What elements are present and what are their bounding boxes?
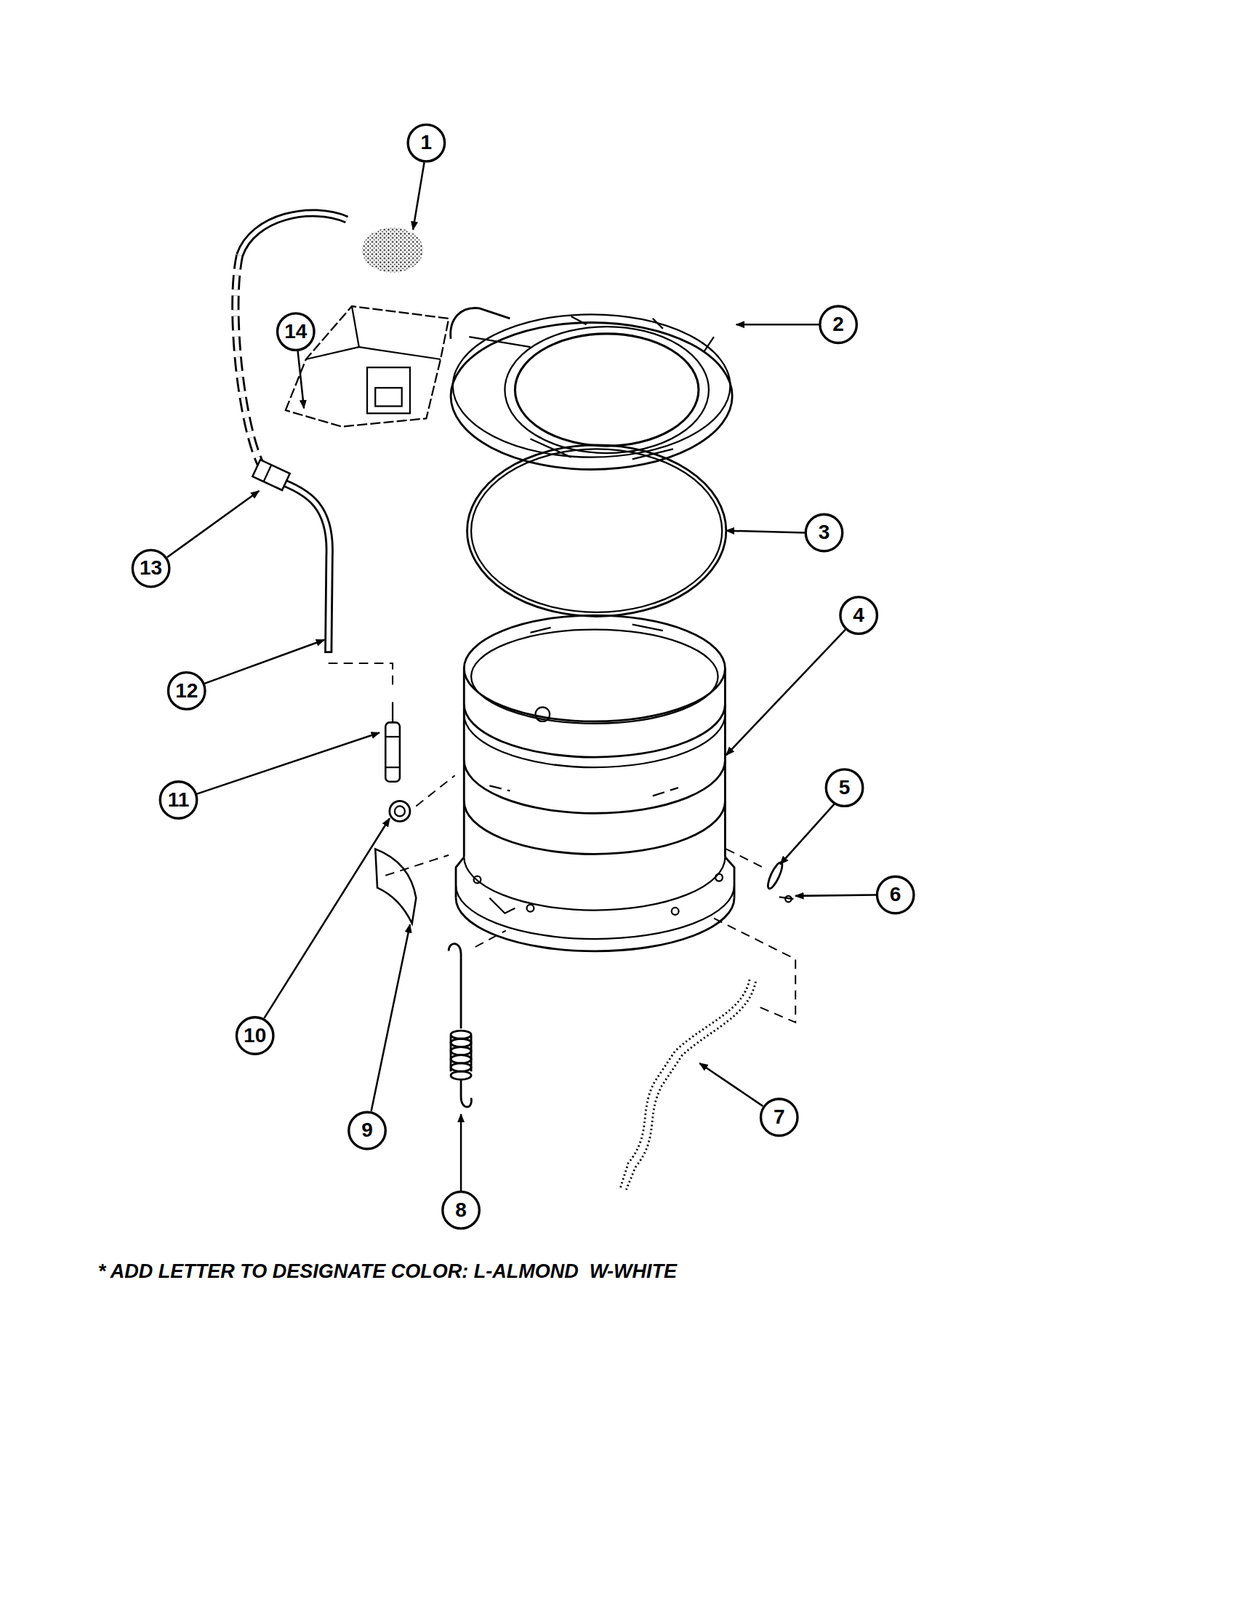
strip-part xyxy=(375,848,416,923)
label-slot: 3 xyxy=(818,521,831,543)
label-slot: 5 xyxy=(838,777,851,798)
callout-number: 5 xyxy=(838,777,851,798)
label-slot: 13 xyxy=(139,557,163,578)
air-dome-part xyxy=(385,701,400,781)
spring-part xyxy=(448,943,472,1108)
wire-part xyxy=(620,979,757,1190)
clamp-part xyxy=(252,459,290,491)
label-slot: 10 xyxy=(243,1025,267,1046)
callout-circles xyxy=(132,124,914,1228)
label-slot: 4 xyxy=(852,604,865,626)
label-slot: 11 xyxy=(167,789,190,810)
callout-number: 7 xyxy=(773,1106,786,1127)
label-slot: 12 xyxy=(175,680,198,701)
callout-number: 9 xyxy=(361,1119,373,1140)
hose-part xyxy=(235,213,347,653)
callout-number: 2 xyxy=(832,314,845,335)
leader-arrows xyxy=(167,162,877,1191)
label-slot: 2 xyxy=(832,314,845,335)
label-slot: 9 xyxy=(361,1119,373,1140)
callout-number: 10 xyxy=(243,1025,267,1046)
callout-number: 11 xyxy=(167,789,190,810)
clip-part xyxy=(765,860,794,903)
label-slot: 14 xyxy=(284,321,307,342)
label-slot: 6 xyxy=(889,884,902,905)
cap-part xyxy=(362,227,424,273)
callout-number: 4 xyxy=(852,604,865,626)
label-slot: 1 xyxy=(420,132,433,153)
label-slot: * ADD LETTER TO DESIGNATE COLOR: L-ALMON… xyxy=(98,1260,677,1283)
color-note: * ADD LETTER TO DESIGNATE COLOR: L-ALMON… xyxy=(98,1260,677,1283)
callout-number: 14 xyxy=(284,321,307,342)
assembly-lines xyxy=(328,663,796,1023)
seal-ring-part xyxy=(466,444,726,617)
label-slot: 8 xyxy=(455,1199,467,1220)
callout-number: 1 xyxy=(420,132,433,153)
callout-number: 3 xyxy=(818,521,831,543)
outer-tub-part xyxy=(455,615,735,951)
callout-number: 8 xyxy=(455,1199,467,1220)
callout-number: 13 xyxy=(139,557,163,578)
label-slot: 7 xyxy=(773,1106,786,1127)
callout-number: 12 xyxy=(175,680,198,701)
callout-number: 6 xyxy=(889,884,902,905)
grommet-part xyxy=(389,800,411,821)
